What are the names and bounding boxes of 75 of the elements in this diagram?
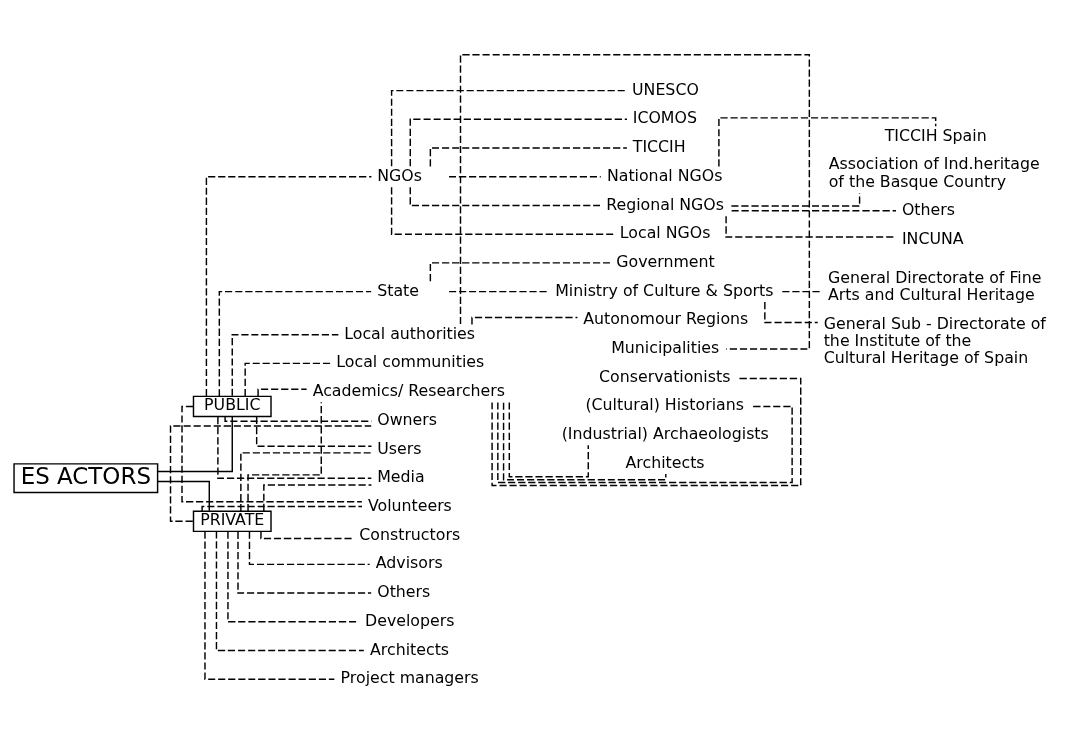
connector <box>730 209 897 211</box>
connector <box>508 401 589 478</box>
connector <box>218 290 372 397</box>
node-text: NGOs <box>377 165 422 185</box>
connector <box>244 362 331 397</box>
node-text: State <box>377 280 420 300</box>
connector <box>263 483 373 512</box>
connector <box>471 316 579 325</box>
connector <box>169 424 372 522</box>
node-text: INCUNA <box>901 228 964 248</box>
node-text: (Cultural) Historians <box>585 394 744 414</box>
node-text: Advisors <box>375 552 443 572</box>
node-text: Association of Ind.heritage of the Basque Country <box>828 153 1040 191</box>
connector <box>390 186 615 235</box>
connector <box>491 377 802 486</box>
node-text: General Sub - Directorate of the Institute of the Cultural Heritage of Spain <box>823 313 1046 367</box>
connector <box>156 480 210 512</box>
node-text: Government <box>616 251 715 271</box>
connector <box>781 290 823 292</box>
connector <box>215 530 365 651</box>
node-text: Local NGOs <box>619 222 711 242</box>
node-text: ICOMOS <box>632 107 697 127</box>
node-text: Volunteers <box>367 495 452 515</box>
node-text: Others <box>901 199 955 219</box>
connector <box>237 530 372 594</box>
connector <box>448 290 550 292</box>
node-text: Project managers <box>340 667 479 687</box>
connector <box>459 53 811 350</box>
node-text: Academics/ Researchers <box>312 380 506 400</box>
node-text: Local communities <box>336 351 485 371</box>
node-box: PRIVATE <box>192 510 272 532</box>
connector <box>248 530 371 565</box>
node-box: PUBLIC <box>192 395 272 417</box>
node-text: TICCIH <box>632 136 686 156</box>
node-text: Others <box>377 581 431 601</box>
node-text: General Directorate of Fine Arts and Cultural Heritage <box>828 267 1042 304</box>
connector <box>448 175 602 177</box>
connector <box>217 415 373 479</box>
connector <box>260 530 355 539</box>
connector <box>247 401 322 512</box>
node-text: Autonomour Regions <box>583 308 749 328</box>
node-text: Constructors <box>359 524 461 544</box>
node-text: Municipalities <box>611 337 720 357</box>
connector <box>255 415 373 447</box>
node-text: Architects <box>625 452 705 472</box>
connector <box>497 401 793 483</box>
node-text: Conservationists <box>599 366 731 386</box>
connector <box>429 261 611 282</box>
connector <box>502 401 667 480</box>
connector <box>390 89 627 167</box>
connector <box>409 185 601 206</box>
connector <box>204 530 336 680</box>
connector <box>240 451 373 512</box>
connector <box>409 118 628 167</box>
node-text: National NGOs <box>606 165 723 185</box>
node-box: ES ACTORS <box>13 462 159 493</box>
node-text: Architects <box>370 639 450 659</box>
node-text: Ministry of Culture & Sports <box>555 280 774 300</box>
node-text: Regional NGOs <box>606 194 724 213</box>
connector <box>201 505 363 512</box>
node-text: Users <box>377 438 422 458</box>
node-text: Owners <box>377 409 437 429</box>
connector <box>429 146 628 167</box>
connector <box>157 415 233 472</box>
node-text: Local authorities <box>344 323 476 343</box>
connector <box>231 333 340 397</box>
node-text: (Industrial) Archaeologists <box>561 423 769 443</box>
connector <box>205 175 373 397</box>
node-text: Media <box>377 466 425 486</box>
node-text: Developers <box>365 610 455 630</box>
connector <box>181 405 363 502</box>
connector <box>257 388 308 397</box>
node-text: UNESCO <box>632 79 699 99</box>
node-text: TICCIH Spain <box>884 125 987 145</box>
connector <box>764 300 819 323</box>
